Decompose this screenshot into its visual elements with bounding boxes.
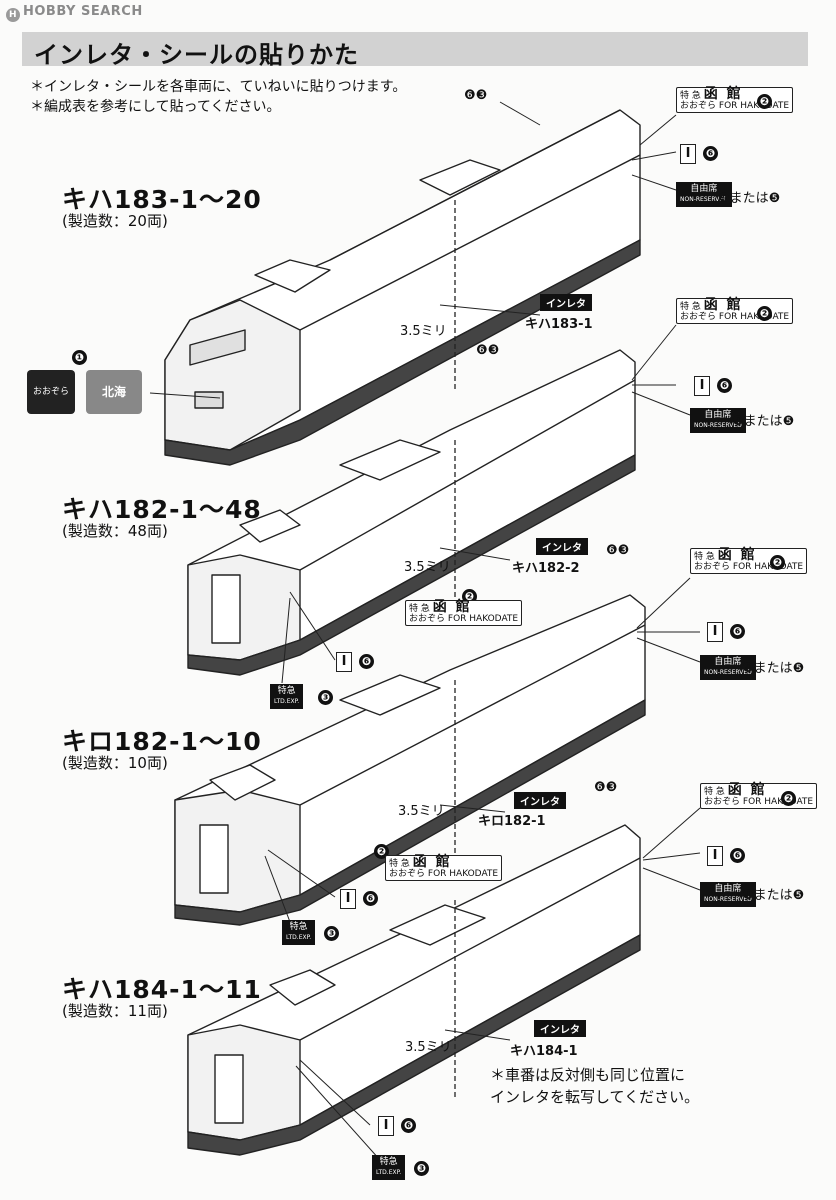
car2-count: (製造数：48両) bbox=[62, 522, 168, 540]
headmark-oozora-icon: おおぞら bbox=[27, 370, 75, 414]
page-title: インレタ・シールの貼りかた bbox=[34, 41, 359, 69]
hobby-search-logo-icon: H bbox=[6, 8, 20, 22]
car3-plate-num: ❷ bbox=[779, 787, 796, 806]
car3-roof-nums: ❻❸ bbox=[594, 780, 618, 795]
car2b-destination-plate: 特 急 函 館おおぞら FOR HAKODATE bbox=[690, 548, 808, 574]
car1-inreta-tag: インレタ bbox=[540, 294, 592, 311]
car-kiha183-drawing bbox=[164, 109, 641, 466]
car2b-i-mark: Ⅰ ❻ bbox=[707, 620, 746, 642]
car2-roof-nums: ❻❸ bbox=[476, 343, 500, 358]
car2-side-plate: 特 急 函 館おおぞら FOR HAKODATE bbox=[405, 600, 523, 626]
car3-inreta-tag: インレタ bbox=[514, 792, 566, 809]
car3-jiyuseki-num: ❹または❺ bbox=[742, 888, 805, 903]
car3-number: キロ182-1 bbox=[478, 814, 546, 829]
car-kiha182-drawing bbox=[187, 349, 636, 676]
car1-number: キハ183-1 bbox=[525, 317, 593, 332]
car1-plate-num: ❷ bbox=[755, 90, 772, 109]
car4-count: (製造数：11両) bbox=[62, 1002, 168, 1020]
car4-inreta-tag: インレタ bbox=[534, 1020, 586, 1037]
car-kiro182-drawing bbox=[174, 594, 646, 926]
headmark-number: ❶ bbox=[70, 346, 87, 365]
car2-ltd-num: ❸ bbox=[316, 686, 333, 705]
car4-ltd-num: ❸ bbox=[412, 1157, 429, 1176]
car2-jiyuseki-num: ❹または❺ bbox=[732, 414, 795, 429]
car2-dimension: 3.5ミリ bbox=[404, 560, 451, 575]
car2-destination-plate: 特 急 函 館おおぞら FOR HAKODATE bbox=[676, 298, 794, 324]
car2-side-i-mark: Ⅰ ❻ bbox=[336, 650, 375, 672]
car2-inreta-tag: インレタ bbox=[536, 538, 588, 555]
headmark-hokkai-icon: 北海 bbox=[86, 370, 142, 414]
car3-ltd-num: ❸ bbox=[322, 922, 339, 941]
car2b-jiyuseki-num: ❹または❺ bbox=[742, 661, 805, 676]
bottom-note: ＊車番は反対側も同じ位置に インレタを転写してください。 bbox=[490, 1066, 700, 1106]
car1-destination-plate: 特 急 函 館おおぞら FOR HAKODATE bbox=[676, 87, 794, 113]
car2-number: キハ182-2 bbox=[512, 561, 580, 576]
car2-plate-num: ❷ bbox=[755, 302, 772, 321]
car1-roof-nums: ❻❸ bbox=[464, 88, 488, 103]
car3-side-plate: 特 急 函 館おおぞら FOR HAKODATE bbox=[385, 855, 503, 881]
car1-count: (製造数：20両) bbox=[62, 212, 168, 230]
car3-side-i-mark: Ⅰ ❻ bbox=[340, 887, 379, 909]
car3-dimension: 3.5ミリ bbox=[398, 804, 445, 819]
car4-side-i-mark: Ⅰ ❻ bbox=[378, 1114, 417, 1136]
car1-model: キハ183-1～20 bbox=[62, 185, 262, 214]
car1-dimension: 3.5ミリ bbox=[400, 324, 447, 339]
car4-number: キハ184-1 bbox=[510, 1044, 578, 1059]
car4-dimension: 3.5ミリ bbox=[405, 1040, 452, 1055]
car3-model: キロ182-1～10 bbox=[62, 727, 262, 756]
car2-i-mark: Ⅰ ❻ bbox=[694, 374, 733, 396]
car4-model: キハ184-1～11 bbox=[62, 975, 262, 1004]
car3-i-mark: Ⅰ ❻ bbox=[707, 844, 746, 866]
car3-count: (製造数：10両) bbox=[62, 754, 168, 772]
car1-i-mark: Ⅰ ❻ bbox=[680, 142, 719, 164]
car2b-roof-nums: ❻❸ bbox=[606, 543, 630, 558]
note-2: ＊編成表を参考にして貼ってください。 bbox=[30, 99, 281, 115]
car2b-plate-num: ❷ bbox=[768, 551, 785, 570]
title-bar bbox=[22, 32, 808, 66]
car1-jiyuseki-num: ❹または❺ bbox=[718, 191, 781, 206]
car2-model: キハ182-1～48 bbox=[62, 495, 262, 524]
note-1: ＊インレタ・シールを各車両に、ていねいに貼りつけます。 bbox=[30, 79, 407, 95]
car3-destination-plate: 特 急 函 館おおぞら FOR HAKODATE bbox=[700, 783, 818, 809]
